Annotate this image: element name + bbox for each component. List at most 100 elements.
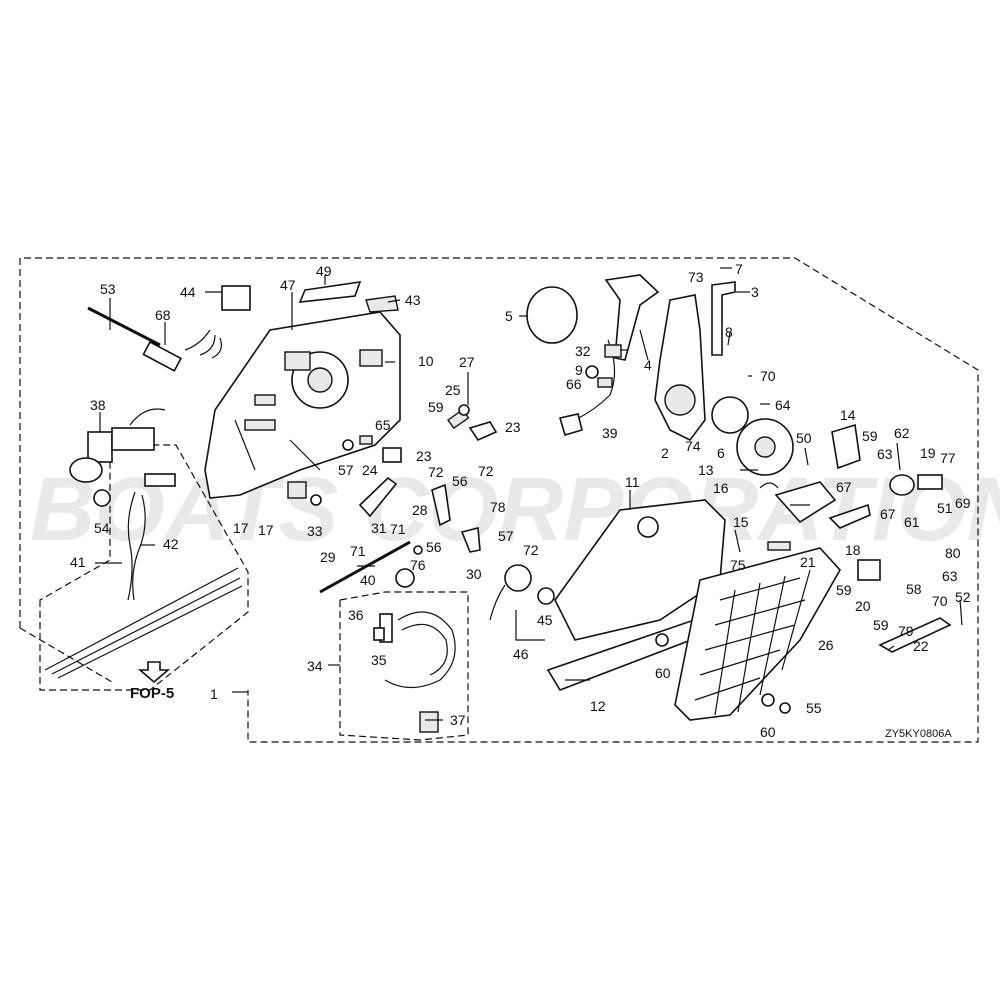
switch-coil-part <box>489 564 555 621</box>
leader-lines <box>95 267 963 721</box>
callout-29: 29 <box>320 549 336 565</box>
washer-part-76 <box>413 545 423 555</box>
callout-24: 24 <box>362 462 378 478</box>
callout-12: 12 <box>590 698 606 714</box>
callout-23a: 23 <box>416 448 432 464</box>
callout-45: 45 <box>537 612 553 628</box>
image-code: ZY5KY0806A <box>885 728 952 740</box>
callout-36: 36 <box>348 607 364 623</box>
cover-grille-part <box>674 547 841 721</box>
diagram-frame <box>19 257 979 743</box>
stopper-part-23b <box>468 421 498 442</box>
clip-part-32 <box>604 344 622 358</box>
callout-52: 52 <box>955 589 971 605</box>
callout-3: 3 <box>751 284 759 300</box>
collar-part-40 <box>395 568 415 588</box>
nut-part-55 <box>779 702 791 714</box>
callout-57b: 57 <box>498 528 514 544</box>
watermark-text: BOATS CORPORATION <box>30 460 1000 560</box>
stopper-part-23a <box>382 447 402 463</box>
callout-56a: 56 <box>452 473 468 489</box>
callout-27: 27 <box>459 354 475 370</box>
washer-part-33 <box>310 494 322 506</box>
lever-part-31 <box>358 476 398 518</box>
callout-25: 25 <box>445 382 461 398</box>
arm-part-21 <box>828 503 871 529</box>
callout-71b: 71 <box>390 521 406 537</box>
callout-18: 18 <box>845 542 861 558</box>
callout-62: 62 <box>894 425 910 441</box>
reference-label: FOP-5 <box>130 685 174 702</box>
grip-part <box>711 281 736 356</box>
callout-21: 21 <box>800 554 816 570</box>
ring-part <box>526 286 578 344</box>
callout-77: 77 <box>940 450 956 466</box>
cam-hub-part <box>754 436 776 458</box>
callout-28: 28 <box>412 502 428 518</box>
callout-65: 65 <box>375 417 391 433</box>
nut-part-54 <box>93 489 111 507</box>
callout-8: 8 <box>725 324 733 340</box>
bracket-part-43 <box>365 295 399 313</box>
callout-9: 9 <box>575 362 583 378</box>
callout-4: 4 <box>644 357 652 373</box>
callout-80: 80 <box>945 545 961 561</box>
cable-subassembly-box <box>39 444 249 691</box>
grommet-part-60b <box>761 693 775 707</box>
callout-34: 34 <box>307 658 323 674</box>
callout-58: 58 <box>906 581 922 597</box>
knob-part-19 <box>917 474 943 490</box>
callout-15: 15 <box>733 514 749 530</box>
spring-part-21 <box>767 541 791 551</box>
harness-subassembly-box <box>339 591 469 741</box>
callout-49: 49 <box>316 263 332 279</box>
callout-14: 14 <box>840 407 856 423</box>
callout-7: 7 <box>735 261 743 277</box>
callout-59a: 59 <box>428 399 444 415</box>
rod-part <box>87 306 161 347</box>
plate-part-6 <box>711 396 749 434</box>
callout-33: 33 <box>307 523 323 539</box>
callout-70a: 70 <box>760 368 776 384</box>
callout-74: 74 <box>685 438 701 454</box>
callout-20: 20 <box>855 598 871 614</box>
callout-69: 69 <box>955 495 971 511</box>
bolt-part-9 <box>585 365 599 379</box>
callout-17b: 17 <box>258 522 274 538</box>
lanyard-part <box>127 473 176 601</box>
callout-63b: 63 <box>942 568 958 584</box>
arm-part-28 <box>431 483 451 527</box>
callout-46: 46 <box>513 646 529 662</box>
callout-60b: 60 <box>760 724 776 740</box>
shaft-part <box>319 540 411 594</box>
callout-16: 16 <box>713 480 729 496</box>
callout-76: 76 <box>410 557 426 573</box>
callout-53: 53 <box>100 281 116 297</box>
control-arm-part <box>654 294 706 442</box>
callout-67b: 67 <box>880 506 896 522</box>
callout-10: 10 <box>418 353 434 369</box>
callout-68: 68 <box>155 307 171 323</box>
spring-part-24 <box>359 435 373 445</box>
callout-66: 66 <box>566 376 582 392</box>
callout-23b: 23 <box>505 419 521 435</box>
callout-17a: 17 <box>233 520 249 536</box>
callout-70b: 70 <box>932 593 948 609</box>
throttle-lever-part <box>604 274 660 361</box>
callout-55: 55 <box>806 700 822 716</box>
callout-22: 22 <box>913 638 929 654</box>
callout-61: 61 <box>904 514 920 530</box>
connector-part-39 <box>558 413 583 436</box>
cover-strip-part <box>298 281 362 303</box>
callout-50: 50 <box>796 430 812 446</box>
callout-6: 6 <box>717 445 725 461</box>
callout-13: 13 <box>698 462 714 478</box>
callout-79: 79 <box>898 623 914 639</box>
callout-63a: 63 <box>877 446 893 462</box>
washer-part-62 <box>889 474 915 496</box>
callout-30: 30 <box>466 566 482 582</box>
callout-43: 43 <box>405 292 421 308</box>
washer-part-25 <box>458 404 470 416</box>
